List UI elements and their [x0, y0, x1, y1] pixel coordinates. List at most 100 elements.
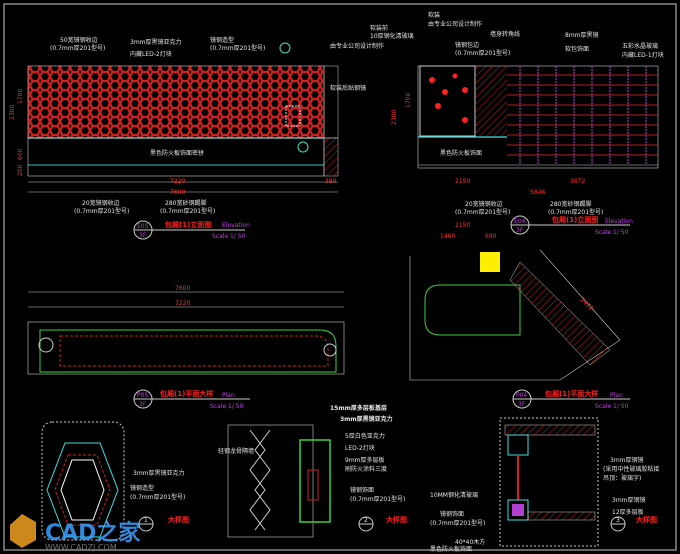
- detail-2: 轻钢龙骨隔墙 15mm厚多层板基层 3mm厚黑镜亚克力 5厚白色亚克力 LED-…: [218, 404, 407, 538]
- label: 黑色防火板饰面密拼: [150, 149, 204, 157]
- drawing-subtitle: Plan: [610, 392, 623, 399]
- dimension: 200: [17, 164, 24, 176]
- label: 10MM钢化清玻璃: [430, 491, 478, 499]
- label: 五彩水晶玻璃: [622, 42, 658, 50]
- dimension: 7600: [175, 285, 190, 292]
- drawing-title: 包厢(1)立面图: [552, 215, 598, 224]
- label: 3mm厚黑镜亚克力: [340, 415, 393, 423]
- elevation-1: 50宽镜钢收边 (0.7mm厚201型号) 3mm厚黑镜亚克力 内藏LED-2灯…: [9, 36, 339, 240]
- floor-tag: 3F: [516, 227, 524, 234]
- floor-tag: 3F: [139, 401, 147, 408]
- label: 280宽砂钢踢脚: [550, 200, 591, 208]
- logo-icon: [10, 514, 36, 548]
- sheet-border: [3, 3, 677, 551]
- watermark-url: WWW.CADZJ.COM: [45, 543, 117, 552]
- drawing-title: 包厢(1)立面图: [165, 220, 211, 229]
- drawing-subtitle: Elevation: [222, 222, 250, 229]
- label: 内藏LED-1灯块: [622, 51, 664, 59]
- detail-3: 10MM钢化清玻璃 镜钢饰面 (0.7mm厚201型号) 40*40木方 黑色防…: [430, 417, 659, 553]
- dimension: 2150: [455, 222, 470, 229]
- detail-number: 1: [144, 517, 148, 524]
- label: 镜钢饰面: [350, 486, 374, 494]
- dimension: 1700: [405, 93, 412, 108]
- label: 280宽砂钢踢脚: [165, 199, 206, 207]
- elevation-2: 软装 由专业公司设计制作 软装前 10厚钢化清玻璃 由专业公司设计制作 镜钢包边…: [330, 11, 664, 236]
- label: 软包饰面: [565, 45, 589, 53]
- label: 5厚白色亚克力: [345, 432, 385, 440]
- plan-1: 7600 7220 P05 3F 包厢(1)平面大样 Plan Scale 1/…: [27, 285, 345, 410]
- detail-1: 3mm厚黑镜亚克力 镜钢造型 (0.7mm厚201型号) 1 大样图: [41, 421, 189, 541]
- watermark: CAD之家 WWW.CADZJ.COM: [10, 514, 141, 552]
- dimension: 2300: [9, 105, 16, 120]
- label: 黑色防火板饰面: [440, 149, 482, 157]
- dimension: 7220: [175, 300, 190, 307]
- label: 软装: [428, 11, 440, 19]
- dimension: 380: [325, 178, 337, 185]
- dimension: 2150: [455, 178, 470, 185]
- dimension: 3672: [570, 178, 585, 185]
- label: (0.7mm厚201型号): [430, 519, 485, 527]
- watermark-brand: CAD之家: [45, 520, 141, 546]
- drawing-scale: Scale 1/ 50: [212, 233, 246, 240]
- label: 吊顶：玻璃字): [603, 474, 641, 482]
- label: 轻钢龙骨隔墙: [218, 447, 254, 455]
- label: 40*40木方: [455, 538, 485, 546]
- dimension: 7600: [170, 189, 185, 196]
- label: 20宽镜钢收边: [465, 200, 503, 208]
- label: 软装前: [370, 24, 388, 32]
- label: 8mm厚黑镜: [565, 31, 599, 39]
- drawing-scale: Scale 1/ 50: [595, 229, 629, 236]
- drawing-title: 大样图: [386, 515, 407, 524]
- label: 15mm厚多层板基层: [330, 404, 387, 412]
- label: (0.7mm厚201型号): [350, 495, 405, 503]
- label: 镜钢造型: [210, 36, 234, 44]
- label: (0.7mm厚201型号): [160, 207, 215, 215]
- label: 软装后贴钢镜: [330, 84, 366, 92]
- drawing-title: 包厢(1)平面大样: [545, 389, 598, 398]
- dimension: 2300: [391, 110, 398, 125]
- label: LED-2灯块: [345, 444, 375, 452]
- honeycomb-panel: [28, 66, 323, 138]
- drawing-title: 大样图: [168, 515, 189, 524]
- label: 50宽镜钢收边: [60, 36, 98, 44]
- drawing-scale: Scale 1/ 50: [595, 403, 629, 410]
- dimension: 1460: [440, 233, 455, 240]
- drawing-tag: E04: [514, 218, 526, 225]
- label: 3mm厚钢镜: [610, 456, 644, 464]
- label: 20宽镜钢收边: [82, 199, 120, 207]
- drawing-title: 大样图: [636, 515, 657, 524]
- dimension: 7220: [170, 178, 185, 185]
- drawing-subtitle: Plan: [222, 392, 235, 399]
- label: 刷防火涂料三度: [345, 465, 387, 473]
- highlighted-column: [480, 252, 500, 272]
- drawing-subtitle: Elevation: [605, 218, 633, 225]
- detail-number: 2: [364, 517, 368, 524]
- label: 内藏LED-2灯块: [130, 50, 172, 58]
- label: 镜钢饰面: [440, 510, 464, 518]
- plan-2: 1460 690 2150 2472 P04 3F 包厢(1)平面大样 Plan…: [409, 222, 630, 410]
- floor-tag: 3F: [518, 401, 526, 408]
- label: (0.7mm厚201型号): [74, 207, 129, 215]
- dimension: 1700: [17, 89, 24, 104]
- label: 12厚多层板: [612, 508, 644, 516]
- drawing-title: 包厢(1)平面大样: [160, 389, 213, 398]
- floor-tag: 3F: [139, 232, 147, 239]
- detail-number: 3: [616, 517, 620, 524]
- label: 10厚钢化清玻璃: [370, 32, 414, 40]
- label: (0.7mm厚201型号): [210, 44, 265, 52]
- dimension: 690: [485, 233, 497, 240]
- label: (0.7mm厚201型号): [455, 49, 510, 57]
- label: (0.7mm厚201型号): [548, 208, 603, 216]
- label: 镜钢包边: [455, 41, 479, 49]
- label: 墙身转角线: [490, 30, 520, 38]
- label: 由专业公司设计制作: [428, 20, 482, 28]
- label: 3mm厚黑镜亚克力: [130, 38, 182, 46]
- dimension: 5846: [530, 189, 545, 196]
- drawing-tag: P04: [516, 392, 527, 399]
- label: 3mm厚钢镜: [612, 496, 646, 504]
- dimension: 600: [17, 148, 24, 160]
- label: (0.7mm厚201型号): [50, 44, 105, 52]
- label: 3mm厚黑镜亚克力: [133, 469, 185, 477]
- label: (0.7mm厚201型号): [455, 208, 510, 216]
